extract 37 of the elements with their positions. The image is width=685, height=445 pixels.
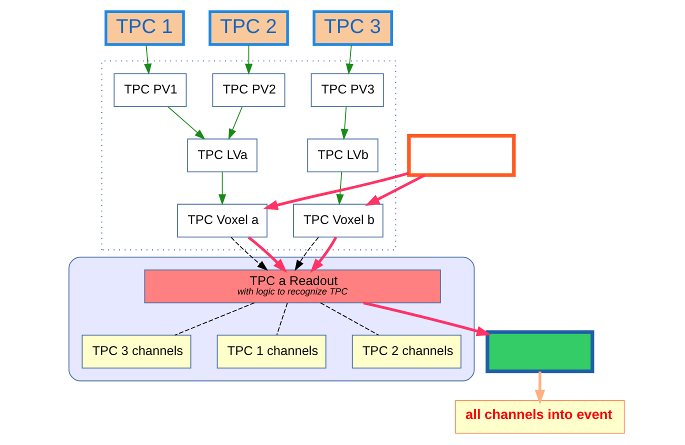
node-box: TPC 1 bbox=[104, 10, 184, 46]
arrow bbox=[294, 236, 318, 272]
node-box: TPC PV1 bbox=[113, 73, 186, 108]
arrow bbox=[310, 236, 337, 274]
node-box: TPC PV2 bbox=[212, 73, 285, 108]
arrow bbox=[218, 172, 226, 206]
node-box: TPC 3 bbox=[312, 10, 392, 46]
arrow bbox=[345, 44, 353, 75]
arrow bbox=[262, 172, 409, 210]
node-box: TPC Voxel b bbox=[292, 204, 383, 238]
arrow bbox=[340, 106, 348, 140]
connector bbox=[276, 302, 288, 336]
arrow bbox=[247, 236, 287, 273]
node-box: TPC 2 channels bbox=[351, 334, 461, 369]
node-box: TPC 2 bbox=[208, 10, 288, 46]
node-box: all channels into event bbox=[454, 400, 624, 434]
arrow bbox=[362, 302, 491, 336]
node-box: TPC 1 channels bbox=[216, 334, 326, 369]
arrow bbox=[144, 44, 152, 75]
node-box bbox=[485, 330, 594, 374]
connector bbox=[320, 302, 379, 336]
node-box: TPC a Readout with logic to recognize TPC bbox=[144, 270, 440, 304]
arrow bbox=[230, 236, 268, 271]
arrow bbox=[244, 44, 252, 75]
arrow bbox=[167, 106, 205, 140]
cluster bbox=[100, 60, 396, 250]
node-box bbox=[406, 134, 516, 177]
connector bbox=[174, 302, 254, 336]
node-box: TPC LVa bbox=[186, 138, 257, 172]
node-box: TPC Voxel a bbox=[176, 204, 267, 238]
arrow bbox=[228, 106, 242, 140]
node-box: TPC PV3 bbox=[310, 73, 384, 108]
arrow bbox=[364, 174, 425, 206]
node-box: TPC 3 channels bbox=[81, 334, 191, 369]
arrow bbox=[336, 172, 344, 206]
node-box: TPC LVb bbox=[306, 138, 378, 172]
arrow bbox=[534, 372, 545, 405]
